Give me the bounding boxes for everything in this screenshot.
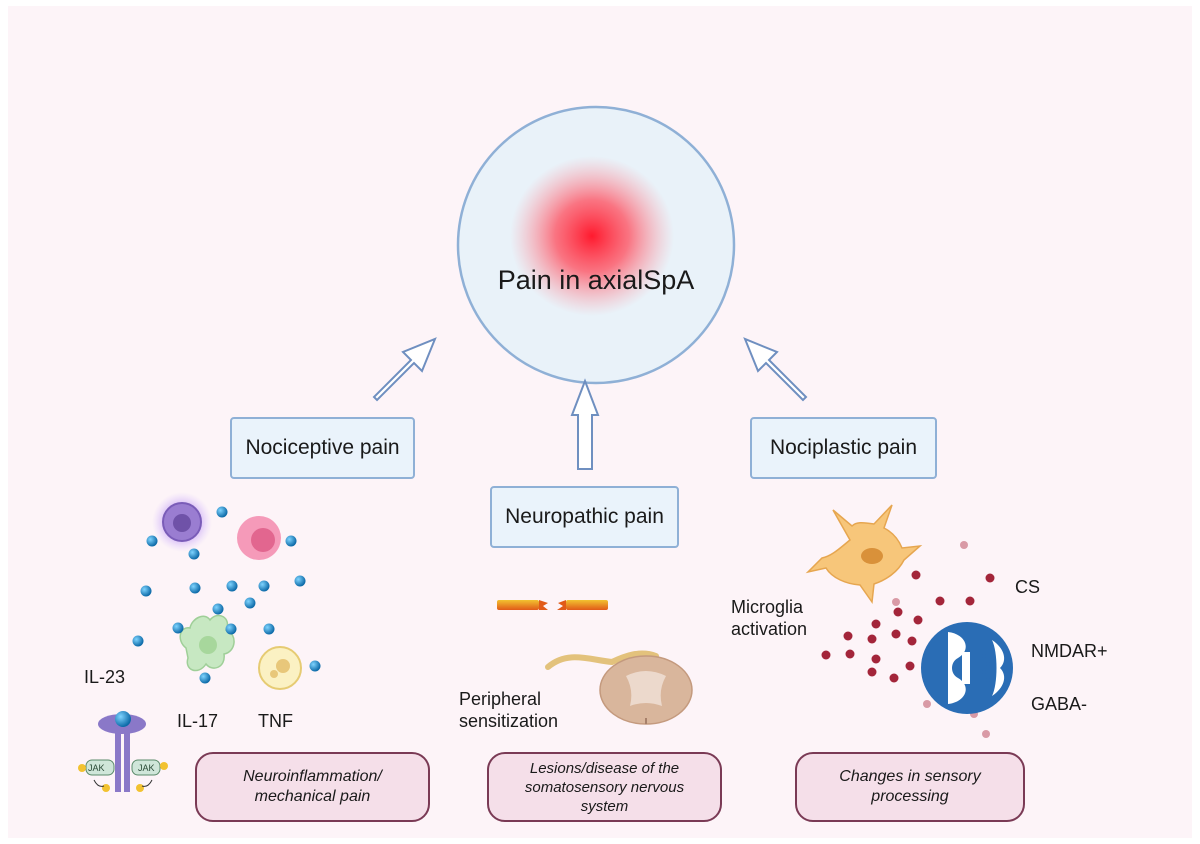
jak-receptor-illustration	[78, 711, 168, 792]
il17-label: IL-17	[177, 711, 219, 731]
jak-label-left: JAK	[88, 763, 105, 773]
microglia-cell-illustration	[805, 504, 923, 605]
excitatory-dots	[821, 570, 995, 683]
arrow-nociplastic	[743, 337, 808, 402]
cs-label: CS	[1015, 577, 1041, 597]
arrow-nociceptive	[372, 337, 437, 402]
damaged-nerve-fiber	[497, 600, 608, 610]
pain-center-circle	[456, 105, 736, 385]
il23-label: IL-23	[84, 667, 126, 687]
neuropathic-pain-box: Neuropathic pain	[490, 486, 679, 548]
nociceptive-pain-box: Nociceptive pain	[230, 417, 415, 479]
pain-glow	[510, 156, 674, 316]
gaba-label: GABA-	[1031, 694, 1088, 714]
center-title: Pain in axialSpA	[497, 265, 695, 295]
spinal-cord-illustration	[545, 650, 693, 725]
peripheral-sensitization-label: Peripheral sensitization	[459, 689, 559, 731]
faint-dots	[892, 541, 990, 738]
nociplastic-pain-box: Nociplastic pain	[750, 417, 937, 479]
immune-cells-illustration	[152, 492, 302, 690]
cytokine-dots	[132, 506, 321, 684]
mechanism-nociplastic: Changes in sensory processing	[795, 752, 1025, 822]
mechanism-neuropathic: Lesions/disease of the somatosensory ner…	[487, 752, 722, 822]
tnf-label: TNF	[258, 711, 293, 731]
arrow-neuropathic	[570, 378, 600, 470]
jak-label-right: JAK	[138, 763, 155, 773]
nmdar-label: NMDAR+	[1031, 641, 1108, 661]
synapse-illustration	[921, 622, 1013, 714]
mechanism-nociceptive: Neuroinflammation/ mechanical pain	[195, 752, 430, 822]
microglia-activation-label: Microglia activation	[731, 597, 808, 639]
